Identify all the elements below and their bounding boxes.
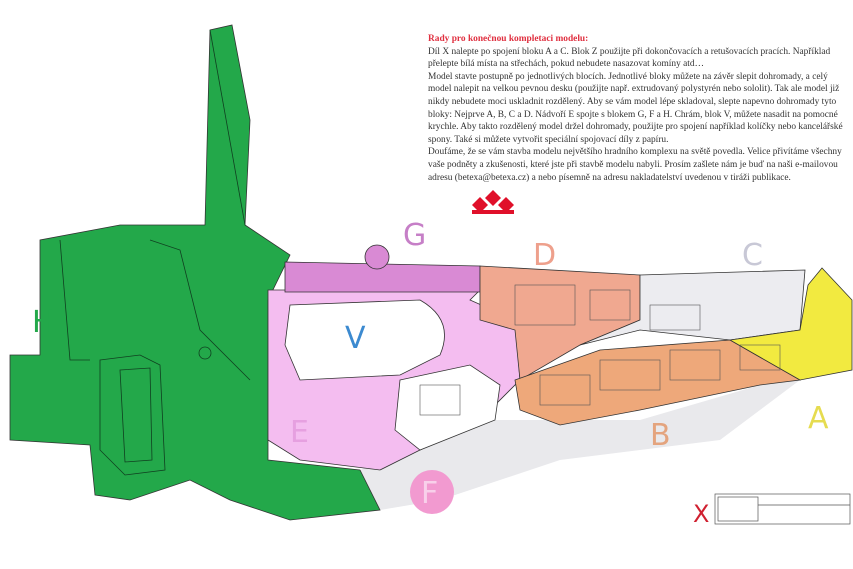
instruction-line: Doufáme, že se vám stavba modelu největš… <box>428 147 842 158</box>
block-b <box>514 339 802 426</box>
label-v: V <box>345 321 366 356</box>
label-f: F <box>421 476 438 511</box>
block-h-details <box>59 29 251 476</box>
instruction-line: vaše podněty a zkušenosti, které jste př… <box>428 159 838 170</box>
block-g-tower <box>364 244 390 270</box>
block-c <box>579 269 806 346</box>
block-f <box>410 470 454 514</box>
roof-details <box>419 284 781 416</box>
courtyard-region-gray <box>360 380 800 510</box>
block-v-building <box>394 364 501 451</box>
label-d: D <box>533 238 556 273</box>
block-v-void <box>284 299 445 381</box>
label-c: C <box>742 238 763 273</box>
instruction-line: Díl X nalepte po spojení bloku A a C. Bl… <box>428 46 831 57</box>
instruction-line: model nalepit na velkou pevnou desku (po… <box>428 84 840 95</box>
instruction-line: přelepte bílá místa na střechách, pokud … <box>428 59 704 70</box>
label-e: E <box>290 415 309 450</box>
label-b: B <box>650 418 671 453</box>
label-a: A <box>808 401 829 436</box>
assembly-instructions: Rady pro konečnou kompletaci modelu: Díl… <box>428 33 848 184</box>
instruction-line: Model stavte postupně po jednotlivých bl… <box>428 71 828 82</box>
label-x: X <box>693 500 709 528</box>
instructions-title: Rady pro konečnou kompletaci modelu: <box>428 34 589 44</box>
logo-icon <box>472 190 514 214</box>
block-x-part <box>714 493 851 525</box>
label-g: G <box>403 218 426 253</box>
instruction-line: krychle. Aby takto rozdělený model držel… <box>428 122 843 133</box>
instruction-line: spony. Také si můžete vytvořit speciální… <box>428 134 669 145</box>
label-h: H <box>32 305 55 340</box>
instruction-line: adresu (betexa@betexa.cz) a nebo písemně… <box>428 172 791 183</box>
instruction-line: bloky: Nejprve A, B, C a D. Nádvoří E sp… <box>428 109 838 120</box>
instruction-line: nikdy nebudete moci uskladnit rozdělený.… <box>428 96 837 107</box>
block-a <box>728 267 853 381</box>
